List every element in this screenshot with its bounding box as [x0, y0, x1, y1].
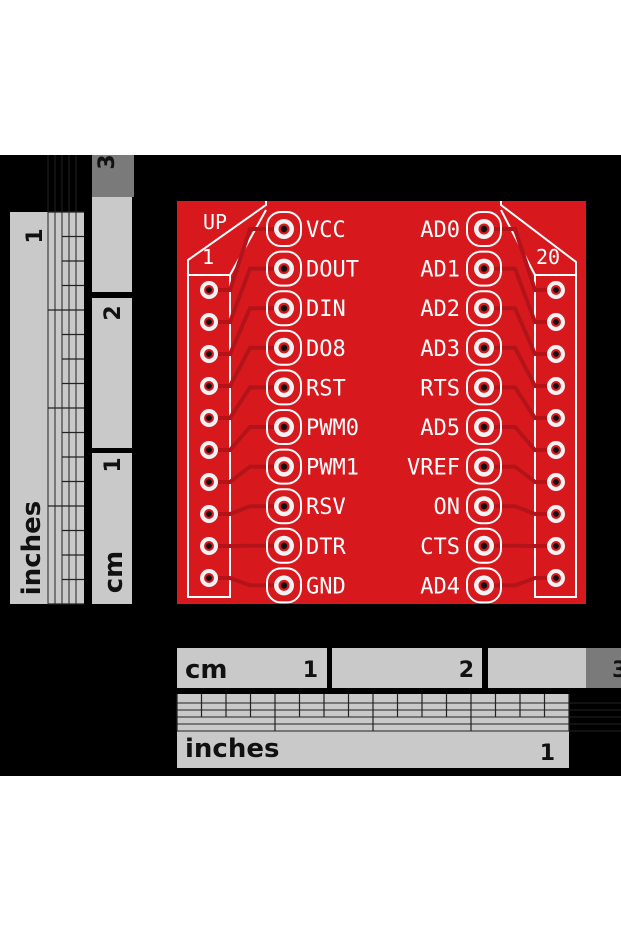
horizontal-cm-mark-2: 2 — [459, 658, 474, 683]
right-pin-label: AD3 — [420, 337, 460, 362]
left-pin-label: RST — [306, 376, 346, 401]
xbee-right-pad — [466, 329, 502, 366]
header-right-pad — [547, 345, 565, 363]
horizontal-cm-mark-1: 1 — [303, 658, 318, 683]
right-pin-label: AD2 — [420, 297, 460, 322]
header-right-pad — [547, 537, 565, 555]
pcb-trace — [484, 266, 555, 324]
xbee-right-pad — [466, 409, 502, 445]
left-pin-label: DO8 — [306, 337, 346, 362]
right-pin-label: AD1 — [420, 258, 460, 283]
header-right-pad — [547, 473, 565, 491]
left-pin-label: PWM1 — [306, 456, 359, 481]
xbee-right-pad — [466, 567, 502, 604]
horizontal-inches-mark: 1 — [540, 741, 555, 766]
left-pin-label: DIN — [306, 297, 346, 322]
last-pin-number: 20 — [536, 245, 560, 269]
header-left-pad — [200, 537, 218, 555]
header-left-pad — [200, 409, 218, 427]
pcb-trace — [484, 504, 555, 516]
vertical-cm-mark-1: 1 — [101, 457, 126, 472]
header-left-pad — [200, 281, 218, 299]
pcb-trace — [484, 227, 555, 292]
left-pin-label: RSV — [306, 495, 346, 520]
vertical-cm-mark-2: 2 — [101, 305, 126, 320]
header-left-pad — [200, 345, 218, 363]
header-right-pad — [547, 569, 565, 587]
pcb-trace — [484, 385, 555, 420]
pcb-trace — [484, 576, 555, 588]
vertical-inches-ruler: inches 1 — [10, 155, 84, 605]
header-left-pad — [200, 441, 218, 459]
right-pin-label: ON — [434, 495, 461, 520]
xbee-left-pad — [266, 211, 302, 247]
right-pin-label: AD5 — [420, 416, 460, 441]
right-pin-label: AD4 — [420, 574, 460, 599]
xbee-left-pad — [266, 488, 302, 525]
horizontal-cm-mark-3: 3 — [612, 658, 621, 683]
xbee-left-pad — [266, 250, 302, 287]
xbee-left-pad — [266, 290, 302, 327]
xbee-left-pad — [266, 567, 302, 604]
header-right-pad — [547, 313, 565, 331]
xbee-right-pad — [466, 448, 502, 485]
header-left-pad — [200, 569, 218, 587]
header-right-pad — [547, 409, 565, 427]
xbee-left-pad — [266, 329, 302, 366]
right-pin-label: VREF — [407, 456, 460, 481]
left-pin-label: GND — [306, 574, 346, 599]
xbee-right-pad — [466, 211, 502, 247]
right-pin-label: AD0 — [420, 218, 460, 243]
first-pin-number: 1 — [202, 245, 214, 269]
left-header-silkscreen — [187, 274, 231, 598]
right-pin-label: CTS — [420, 535, 460, 560]
header-right-pad — [547, 377, 565, 395]
xbee-left-pad — [266, 448, 302, 485]
xbee-left-pad — [266, 527, 302, 564]
vertical-inches-label: inches — [17, 501, 47, 595]
header-left-pad — [200, 473, 218, 491]
right-pin-label: RTS — [420, 376, 460, 401]
vertical-cm-ruler: 3 2 1 cm — [92, 154, 134, 604]
vertical-cm-label: cm — [99, 551, 129, 594]
xbee-right-pad — [466, 250, 502, 287]
header-right-pad — [547, 281, 565, 299]
left-pin-label: PWM0 — [306, 416, 359, 441]
pcb-trace — [484, 345, 555, 388]
xbee-left-pad — [266, 369, 302, 406]
xbee-right-pad — [466, 290, 502, 327]
horizontal-cm-label: cm — [185, 655, 228, 685]
vertical-inches-mark: 1 — [23, 228, 48, 243]
orientation-label: UP — [203, 210, 227, 234]
header-left-pad — [200, 377, 218, 395]
horizontal-inches-ruler: inches 1 — [176, 694, 621, 768]
xbee-left-pad — [266, 409, 302, 445]
pcb-trace — [484, 464, 555, 484]
left-pin-label: DOUT — [306, 258, 359, 283]
horizontal-inches-label: inches — [185, 734, 279, 764]
header-right-pad — [547, 505, 565, 523]
xbee-right-pad — [466, 369, 502, 406]
vertical-cm-mark-3: 3 — [95, 154, 120, 169]
header-left-pad — [200, 505, 218, 523]
pcb-trace — [484, 425, 555, 452]
xbee-right-pad — [466, 488, 502, 525]
left-pin-label: VCC — [306, 218, 346, 243]
left-pin-label: DTR — [306, 535, 346, 560]
header-right-pad — [547, 441, 565, 459]
right-header-silkscreen — [534, 274, 577, 598]
pcb-trace — [484, 306, 555, 356]
xbee-right-pad — [466, 527, 502, 564]
header-left-pad — [200, 313, 218, 331]
horizontal-cm-ruler: cm 1 2 3 — [177, 648, 621, 688]
